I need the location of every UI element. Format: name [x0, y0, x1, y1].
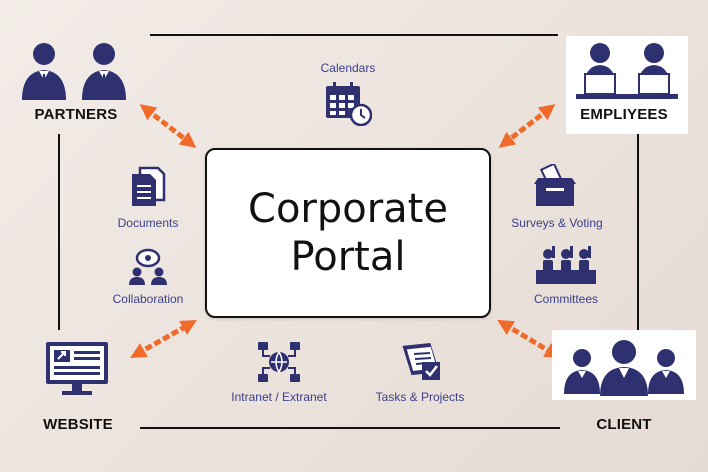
- network-globe-icon: [258, 342, 300, 382]
- frame-line-left: [58, 134, 60, 330]
- corporate-portal-box: Corporate Portal: [205, 148, 491, 318]
- frame-line-bottom: [140, 427, 560, 429]
- website-label: WEBSITE: [43, 416, 113, 433]
- calendar-clock-icon: [326, 82, 372, 126]
- calendars-label: Calendars: [320, 61, 376, 75]
- center-title: Corporate Portal: [248, 186, 448, 280]
- arrow-employees: [498, 104, 556, 148]
- arrow-website: [130, 320, 197, 358]
- client-label: CLIENT: [596, 416, 652, 433]
- collaboration-icon: [129, 248, 167, 285]
- arrow-partners: [139, 104, 197, 148]
- intranet-label: Intranet / Extranet: [231, 390, 327, 404]
- frame-line-top: [150, 34, 558, 36]
- employees-label: EMPLIYEES: [580, 106, 668, 123]
- business-people-icon: [22, 43, 126, 100]
- partners-label: PARTNERS: [34, 106, 118, 123]
- surveys-label: Surveys & Voting: [511, 216, 603, 230]
- collaboration-label: Collaboration: [112, 292, 184, 306]
- committees-label: Committees: [533, 292, 598, 306]
- ballot-box-icon: [534, 164, 576, 206]
- documents-icon: [132, 166, 166, 206]
- documents-label: Documents: [117, 216, 179, 230]
- frame-line-right: [637, 134, 639, 330]
- laptop-workers-icon: [576, 43, 678, 99]
- monitor-icon: [46, 342, 108, 395]
- tasks-label: Tasks & Projects: [375, 390, 465, 404]
- arrow-client: [497, 319, 561, 359]
- committee-icon: [536, 246, 596, 284]
- task-clipboard-icon: [402, 342, 440, 380]
- client-group-icon: [564, 340, 684, 396]
